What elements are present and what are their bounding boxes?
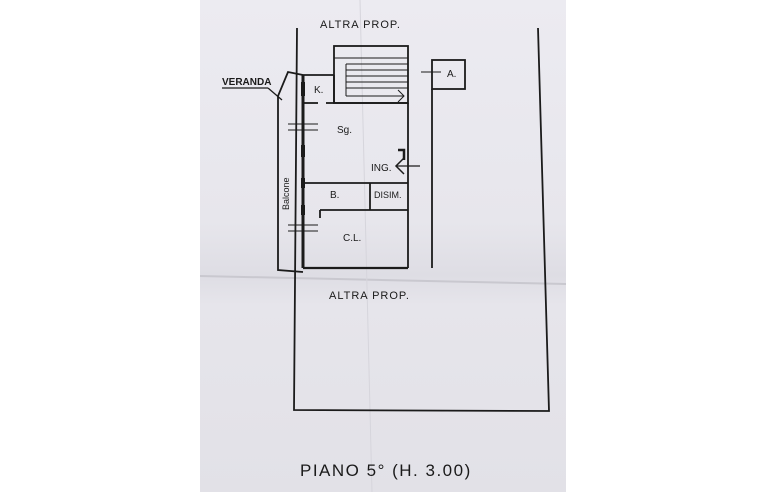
label-north: ALTRA PROP.: [320, 19, 401, 31]
entrance-arrow-head: [394, 157, 405, 175]
stair-arrow: [346, 89, 405, 103]
entrance-door: [398, 148, 406, 160]
label-entrance: ING.: [371, 163, 392, 174]
label-lift: A.: [447, 69, 456, 80]
veranda-pointer: [267, 87, 283, 101]
label-balcone: Balcone: [281, 177, 291, 210]
wall-fill: [301, 205, 305, 215]
label-bath: B.: [330, 190, 339, 201]
label-living: Sg.: [337, 125, 352, 136]
label-hall: DISIM.: [374, 190, 402, 200]
paper-fold: [199, 275, 567, 285]
paper-fold: [359, 0, 373, 492]
wall-fills: [301, 82, 305, 215]
label-south: ALTRA PROP.: [329, 290, 410, 302]
lift-shaft: [431, 59, 466, 90]
label-bedroom: C.L.: [343, 233, 361, 244]
balcony-outline: [277, 70, 304, 273]
lot-boundary: [293, 27, 550, 412]
label-kitchen: K.: [314, 85, 323, 96]
label-veranda: VERANDA: [222, 77, 271, 88]
staircase: [333, 45, 409, 104]
wall-fill: [301, 82, 305, 96]
floor-caption: PIANO 5° (H. 3.00): [300, 461, 472, 480]
wall-fill: [301, 178, 305, 188]
wall-fill: [301, 145, 305, 157]
